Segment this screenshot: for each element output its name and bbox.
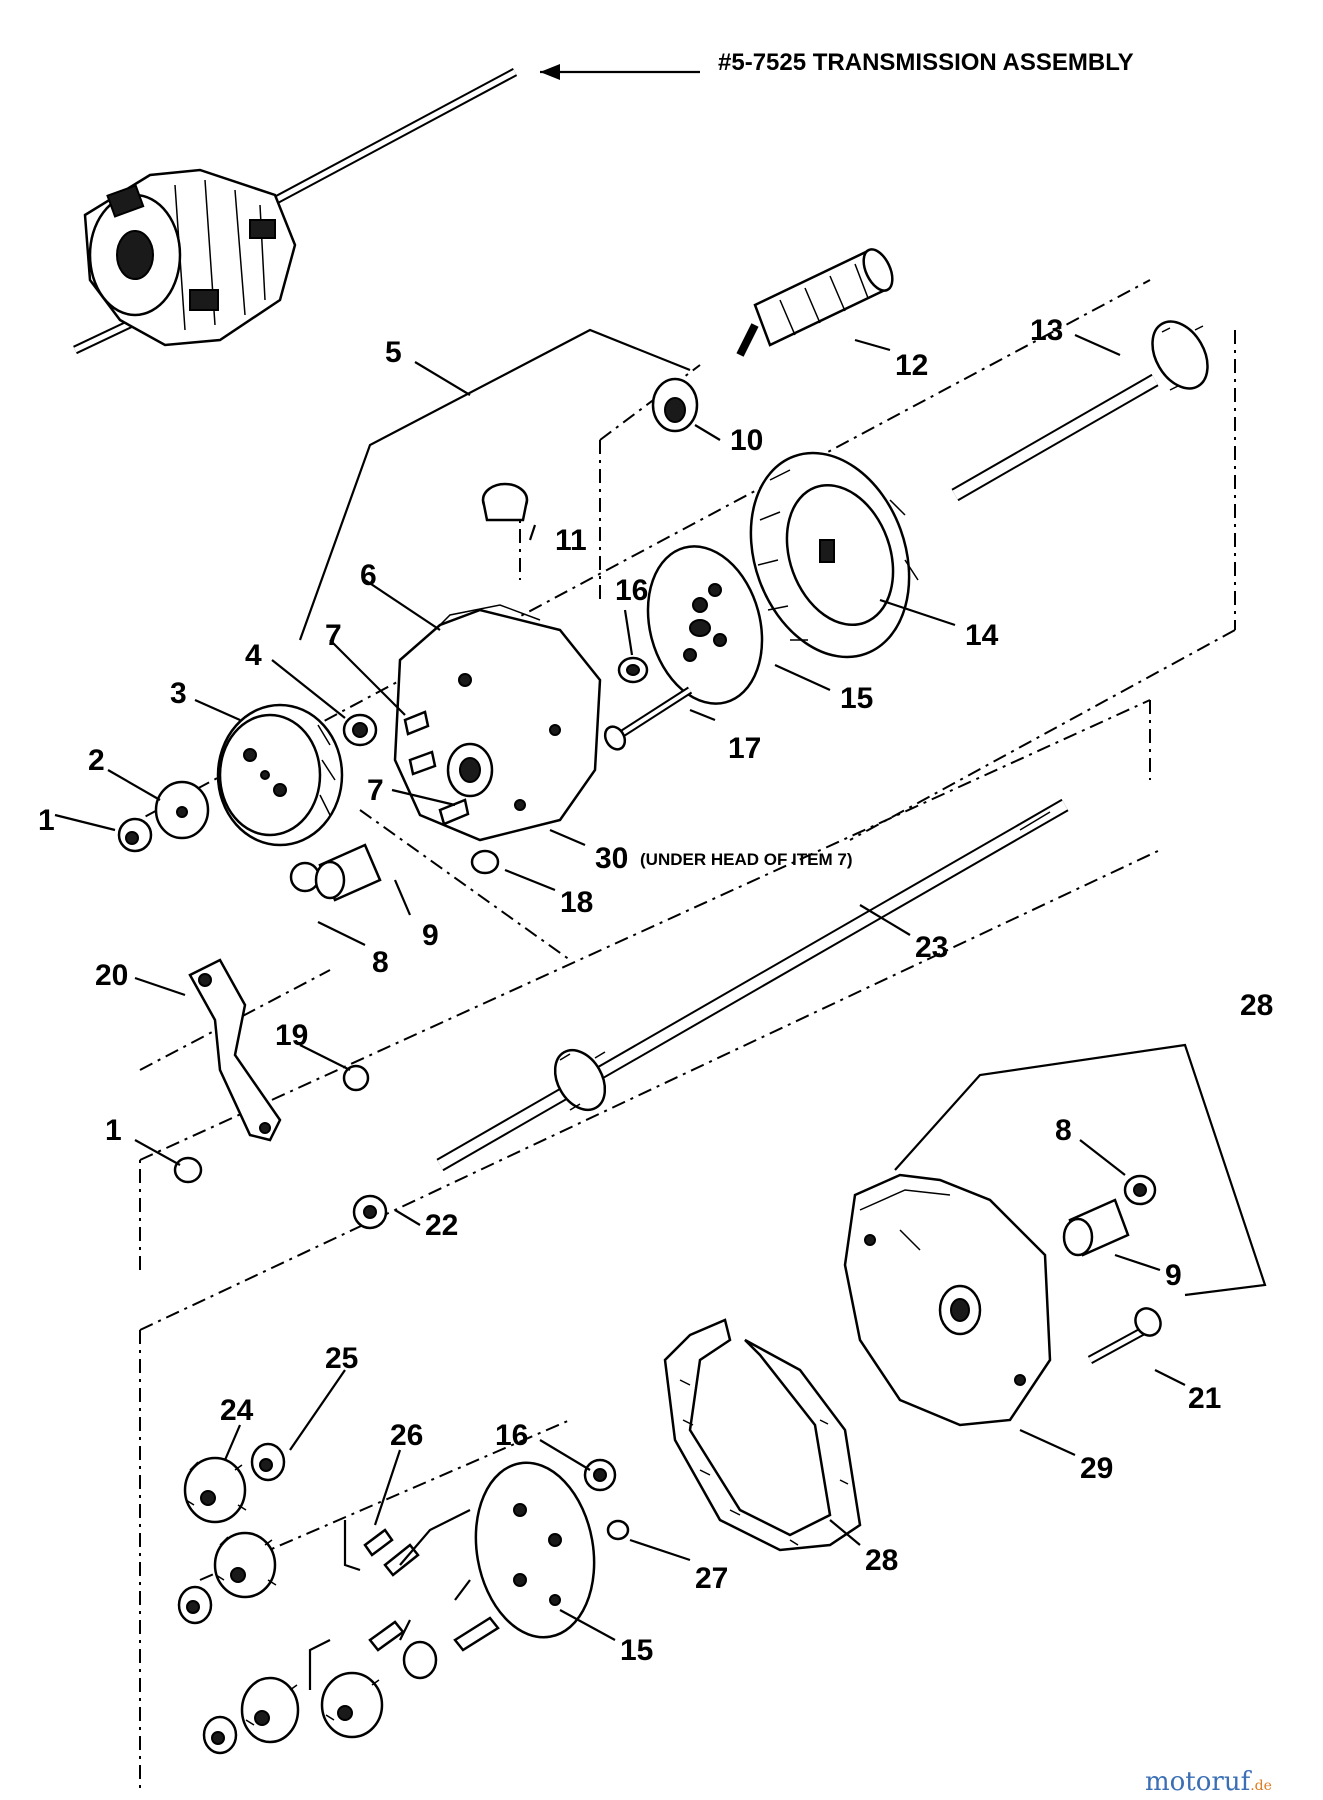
part-17-bolt bbox=[603, 686, 693, 751]
part-21-bolt bbox=[1087, 1307, 1162, 1364]
callout-24: 24 bbox=[220, 1394, 254, 1427]
part-23-output-shaft bbox=[436, 798, 1069, 1172]
part-15-carrier-plate-lower bbox=[474, 1461, 596, 1639]
callout-leader-lines bbox=[54, 333, 1186, 1641]
title-arrowhead bbox=[540, 64, 560, 80]
callout-17: 17 bbox=[728, 732, 761, 765]
part-11-cap-body bbox=[481, 499, 529, 522]
callout-18: 18 bbox=[560, 886, 593, 919]
callout-30-note: (UNDER HEAD OF ITEM 7) bbox=[640, 850, 853, 869]
callout-16-upper: 16 bbox=[615, 574, 648, 607]
svg-text:motoruf.de: motoruf.de bbox=[1145, 1767, 1272, 1797]
callout-28-lower: 28 bbox=[865, 1544, 898, 1577]
callout-26: 26 bbox=[390, 1419, 423, 1452]
part-8-washer-upper bbox=[289, 861, 321, 893]
callout-9-right: 9 bbox=[1165, 1259, 1182, 1292]
part-27-nut bbox=[606, 1519, 630, 1541]
part-7-studs bbox=[403, 710, 470, 826]
part-13-pinion-shaft bbox=[951, 320, 1209, 502]
part-6-gear-housing bbox=[393, 604, 602, 842]
callout-13: 13 bbox=[1030, 314, 1063, 347]
watermark-suffix: .de bbox=[1250, 1778, 1272, 1794]
watermark-main: motoruf bbox=[1145, 1767, 1253, 1797]
callout-19: 19 bbox=[275, 1019, 308, 1052]
part-1-nut-lower bbox=[173, 1156, 203, 1184]
part-2-washer-hole bbox=[176, 806, 188, 818]
callout-23: 23 bbox=[915, 931, 948, 964]
callout-10: 10 bbox=[730, 424, 763, 457]
callout-7-upper: 7 bbox=[325, 619, 342, 652]
callout-9-upper: 9 bbox=[422, 919, 439, 952]
callout-21: 21 bbox=[1188, 1382, 1221, 1415]
callout-12: 12 bbox=[895, 349, 928, 382]
callout-14: 14 bbox=[965, 619, 999, 652]
part-19-nut bbox=[342, 1064, 370, 1092]
assembly-title: #5-7525 TRANSMISSION ASSEMBLY bbox=[718, 49, 1134, 76]
part-3-pulley bbox=[216, 703, 344, 847]
part-9-spacer-right-end bbox=[1062, 1217, 1094, 1257]
callout-15-upper: 15 bbox=[840, 682, 873, 715]
callout-1: 1 bbox=[38, 804, 55, 837]
part-4-washer-hole bbox=[352, 722, 368, 738]
callout-4: 4 bbox=[245, 639, 262, 672]
part-22-bushing-hole bbox=[363, 1205, 377, 1219]
callout-6: 6 bbox=[360, 559, 377, 592]
callout-20: 20 bbox=[95, 959, 128, 992]
watermark-logo: motoruf.de bbox=[1145, 1767, 1272, 1797]
callout-15-lower: 15 bbox=[620, 1634, 653, 1667]
bracket-5 bbox=[298, 328, 691, 641]
callout-3: 3 bbox=[170, 677, 187, 710]
callout-27: 27 bbox=[695, 1562, 728, 1595]
bracket-28-upper bbox=[894, 1043, 1267, 1297]
callout-11: 11 bbox=[555, 524, 587, 557]
callout-22: 22 bbox=[425, 1209, 458, 1242]
callout-8-upper: 8 bbox=[372, 946, 389, 979]
callout-2: 2 bbox=[88, 744, 105, 777]
part-16-washer-lower-hole bbox=[593, 1468, 607, 1482]
transmission-assembly-drawing bbox=[73, 68, 518, 355]
part-12-stud bbox=[736, 248, 894, 357]
part-9-spacer-upper-end bbox=[314, 860, 346, 900]
part-1-nut-upper-hole bbox=[125, 831, 139, 845]
part-24-planet-gears bbox=[183, 1456, 384, 1744]
callout-8-right: 8 bbox=[1055, 1114, 1072, 1147]
part-29-housing-cover bbox=[843, 1173, 1052, 1427]
callout-28-upper: 28 bbox=[1240, 989, 1273, 1022]
part-10-bearing-bore bbox=[664, 397, 686, 423]
part-15-carrier-plate-upper bbox=[646, 545, 764, 705]
callout-16-lower: 16 bbox=[495, 1419, 528, 1452]
callout-1-lower: 1 bbox=[105, 1114, 122, 1147]
part-20-shift-lever bbox=[188, 958, 282, 1142]
part-14-ring-gear bbox=[749, 451, 919, 659]
part-8-washer-right-hole bbox=[1133, 1183, 1147, 1197]
callout-29: 29 bbox=[1080, 1452, 1113, 1485]
part-16-washer-upper-hole bbox=[626, 664, 640, 676]
part-18-nut bbox=[470, 849, 500, 875]
part-25-bearings bbox=[177, 1442, 438, 1755]
callout-7-lower: 7 bbox=[367, 774, 384, 807]
part-28-gasket bbox=[663, 1318, 862, 1552]
callout-30: 30 bbox=[595, 842, 628, 875]
callout-numbers: 1 2 3 4 5 6 7 7 8 9 10 11 12 13 14 15 16… bbox=[38, 314, 1273, 1667]
subassembly-step-lines bbox=[308, 1509, 471, 1690]
callout-5: 5 bbox=[385, 336, 402, 369]
callout-25: 25 bbox=[325, 1342, 358, 1375]
